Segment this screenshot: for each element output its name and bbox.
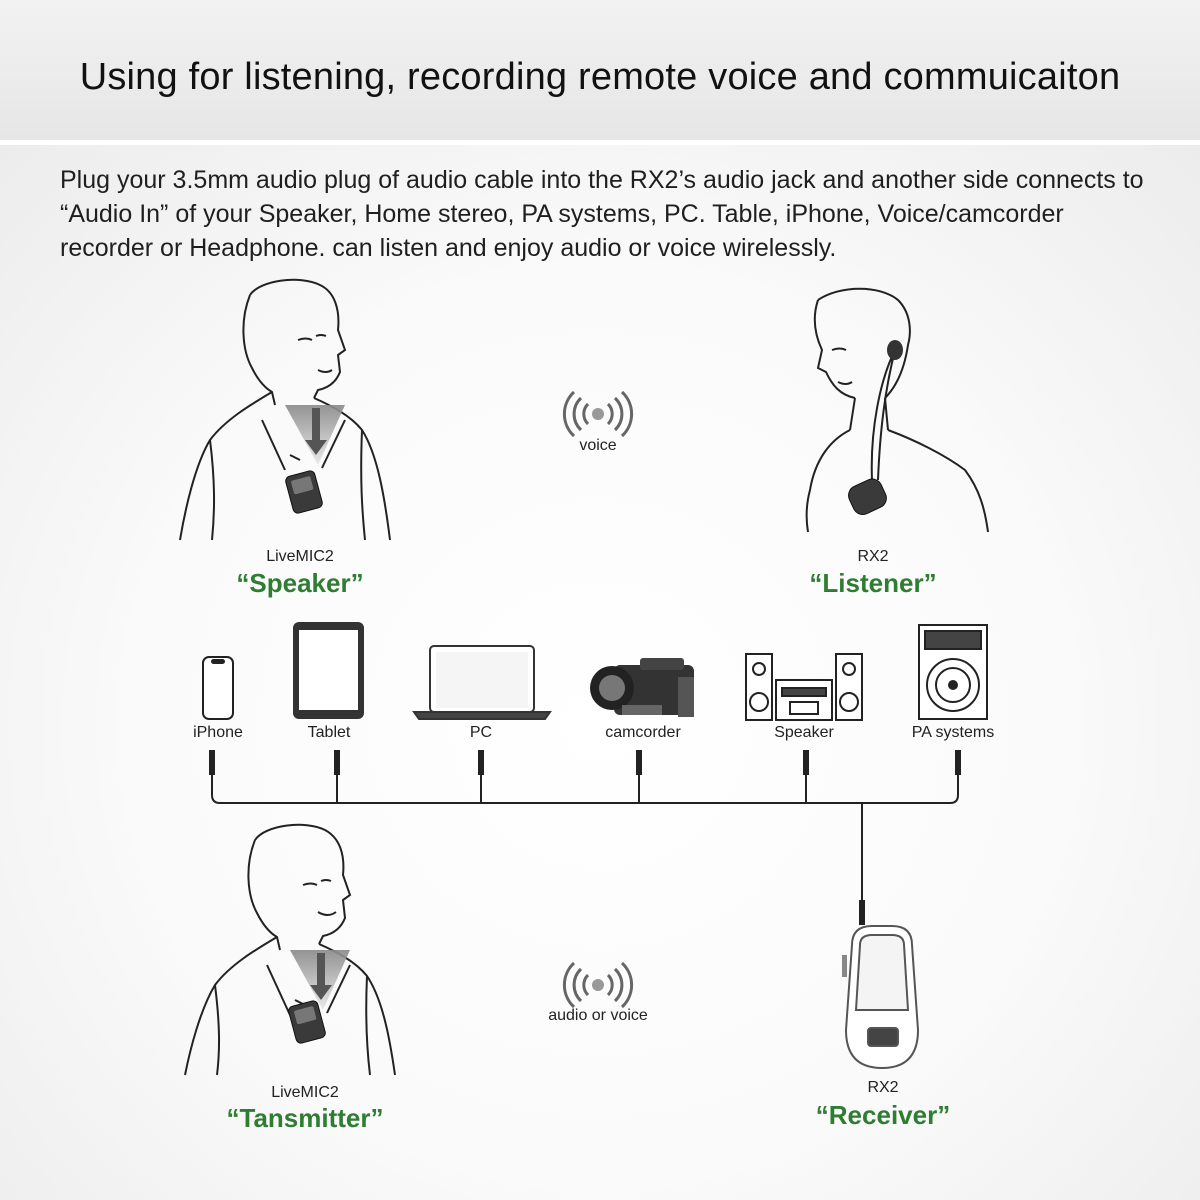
iphone-icon xyxy=(202,656,234,720)
stereo-speaker-icon xyxy=(745,653,863,721)
tablet-icon xyxy=(293,622,364,719)
receiver-device-label: RX2 xyxy=(867,1079,899,1096)
speaker-person-illustration xyxy=(179,278,391,541)
audio-cable-tree xyxy=(211,775,959,900)
listener-person-illustration xyxy=(805,287,989,533)
header-banner xyxy=(0,0,1200,140)
down-arrow-icon xyxy=(310,953,332,1000)
transmitter-person-illustration xyxy=(184,823,396,1076)
bottom-signal-label: audio or voice xyxy=(548,1007,648,1024)
device-label: PA systems xyxy=(911,724,995,741)
speaker-role-label: “Speaker” xyxy=(236,568,364,598)
top-signal-label: voice xyxy=(579,437,617,454)
rx2-receiver-icon xyxy=(842,925,920,1070)
listener-device-label: RX2 xyxy=(857,548,889,565)
camcorder-icon xyxy=(590,658,694,717)
pa-system-icon xyxy=(918,624,988,720)
device-label: Tablet xyxy=(307,724,351,741)
header-divider xyxy=(0,142,1200,145)
wireless-signal-icon xyxy=(562,961,634,1009)
device-label: iPhone xyxy=(193,724,243,741)
speaker-device-label: LiveMIC2 xyxy=(266,548,334,565)
wireless-signal-icon xyxy=(562,390,634,438)
device-label: PC xyxy=(469,724,493,741)
rx2-device-icon xyxy=(848,478,887,515)
device-label: camcorder xyxy=(605,724,681,741)
earphone-icon xyxy=(887,340,903,360)
device-label: Speaker xyxy=(774,724,834,741)
page-title: Using for listening, recording remote vo… xyxy=(79,56,1121,98)
laptop-icon xyxy=(412,645,552,720)
down-arrow-icon xyxy=(305,408,327,455)
listener-role-label: “Listener” xyxy=(809,568,937,598)
audio-plug-icons xyxy=(209,750,961,925)
receiver-role-label: “Receiver” xyxy=(815,1100,951,1130)
intro-paragraph: Plug your 3.5mm audio plug of audio cabl… xyxy=(60,166,1144,262)
transmitter-device-label: LiveMIC2 xyxy=(271,1084,339,1101)
transmitter-role-label: “Tansmitter” xyxy=(226,1103,384,1133)
